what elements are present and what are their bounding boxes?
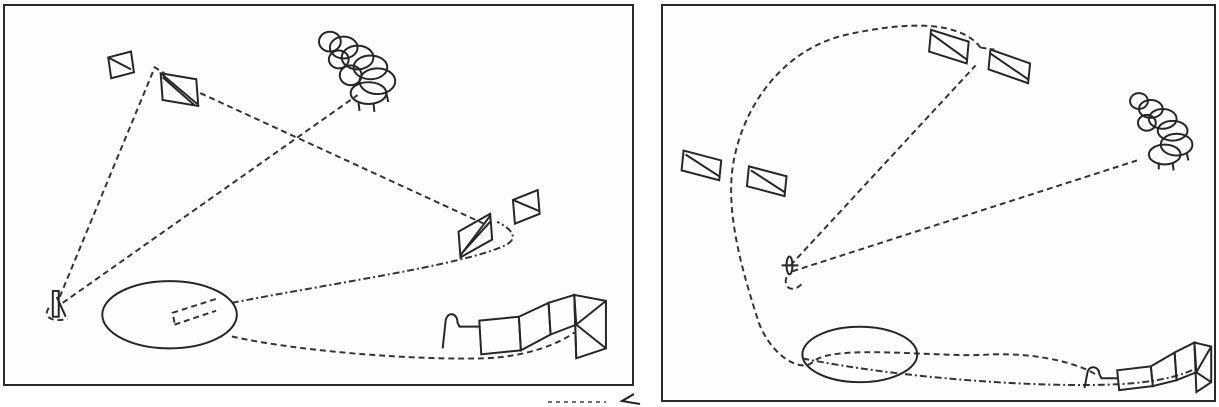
left-panel-drawing xyxy=(45,30,607,360)
ray-path xyxy=(171,297,217,323)
ray-path xyxy=(58,65,166,298)
conveyor-track-icon xyxy=(1083,341,1213,394)
workspace-ellipse xyxy=(801,325,919,384)
camera-icon xyxy=(457,212,494,259)
sheep-flock-icon xyxy=(318,30,397,112)
ray-path xyxy=(784,276,804,290)
right-panel-drawing xyxy=(680,24,1213,394)
workspace-ellipse xyxy=(101,280,238,350)
conveyor-track-icon xyxy=(441,293,607,360)
viewer-marker-icon xyxy=(51,289,67,318)
camera-icon xyxy=(987,48,1032,85)
ray-path xyxy=(45,307,68,322)
camera-icon xyxy=(107,50,136,80)
ray-path xyxy=(231,331,575,360)
camera-icon xyxy=(928,28,970,65)
scan-artifact xyxy=(548,393,641,405)
ray-path xyxy=(730,24,1096,376)
ray-path xyxy=(199,92,489,227)
ray-path xyxy=(792,159,1138,273)
ray-path xyxy=(62,94,359,304)
ray-path xyxy=(802,357,1199,386)
ray-path xyxy=(174,309,217,326)
camera-icon xyxy=(511,188,541,226)
viewer-marker-icon xyxy=(781,255,799,276)
diagram-panel-right xyxy=(661,4,1216,402)
ray-path xyxy=(789,64,977,267)
ray-path xyxy=(980,46,995,51)
camera-icon xyxy=(159,72,200,108)
camera-icon xyxy=(680,149,723,182)
sheep-flock-icon xyxy=(1129,92,1194,171)
diagram-panel-left xyxy=(3,4,634,386)
camera-icon xyxy=(745,165,788,198)
ray-path xyxy=(231,220,514,304)
